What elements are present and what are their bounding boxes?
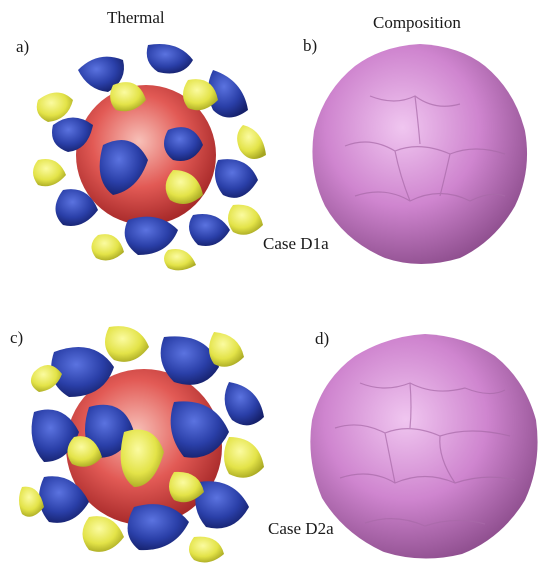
panel-label-c: c) xyxy=(10,328,24,347)
panel-label-b: b) xyxy=(303,36,318,55)
thermal-header: Thermal xyxy=(107,8,165,27)
thermal-sphere-d2a xyxy=(14,312,276,572)
panel-label-a: a) xyxy=(16,37,30,56)
composition-header: Composition xyxy=(373,13,461,32)
case-label-d1a: Case D1a xyxy=(263,234,329,253)
thermal-sphere-d1a xyxy=(18,30,278,275)
composition-sphere-d1a xyxy=(300,36,540,276)
composition-sphere-d2a xyxy=(300,328,546,568)
panel-label-d: d) xyxy=(315,329,330,348)
case-label-d2a: Case D2a xyxy=(268,519,334,538)
